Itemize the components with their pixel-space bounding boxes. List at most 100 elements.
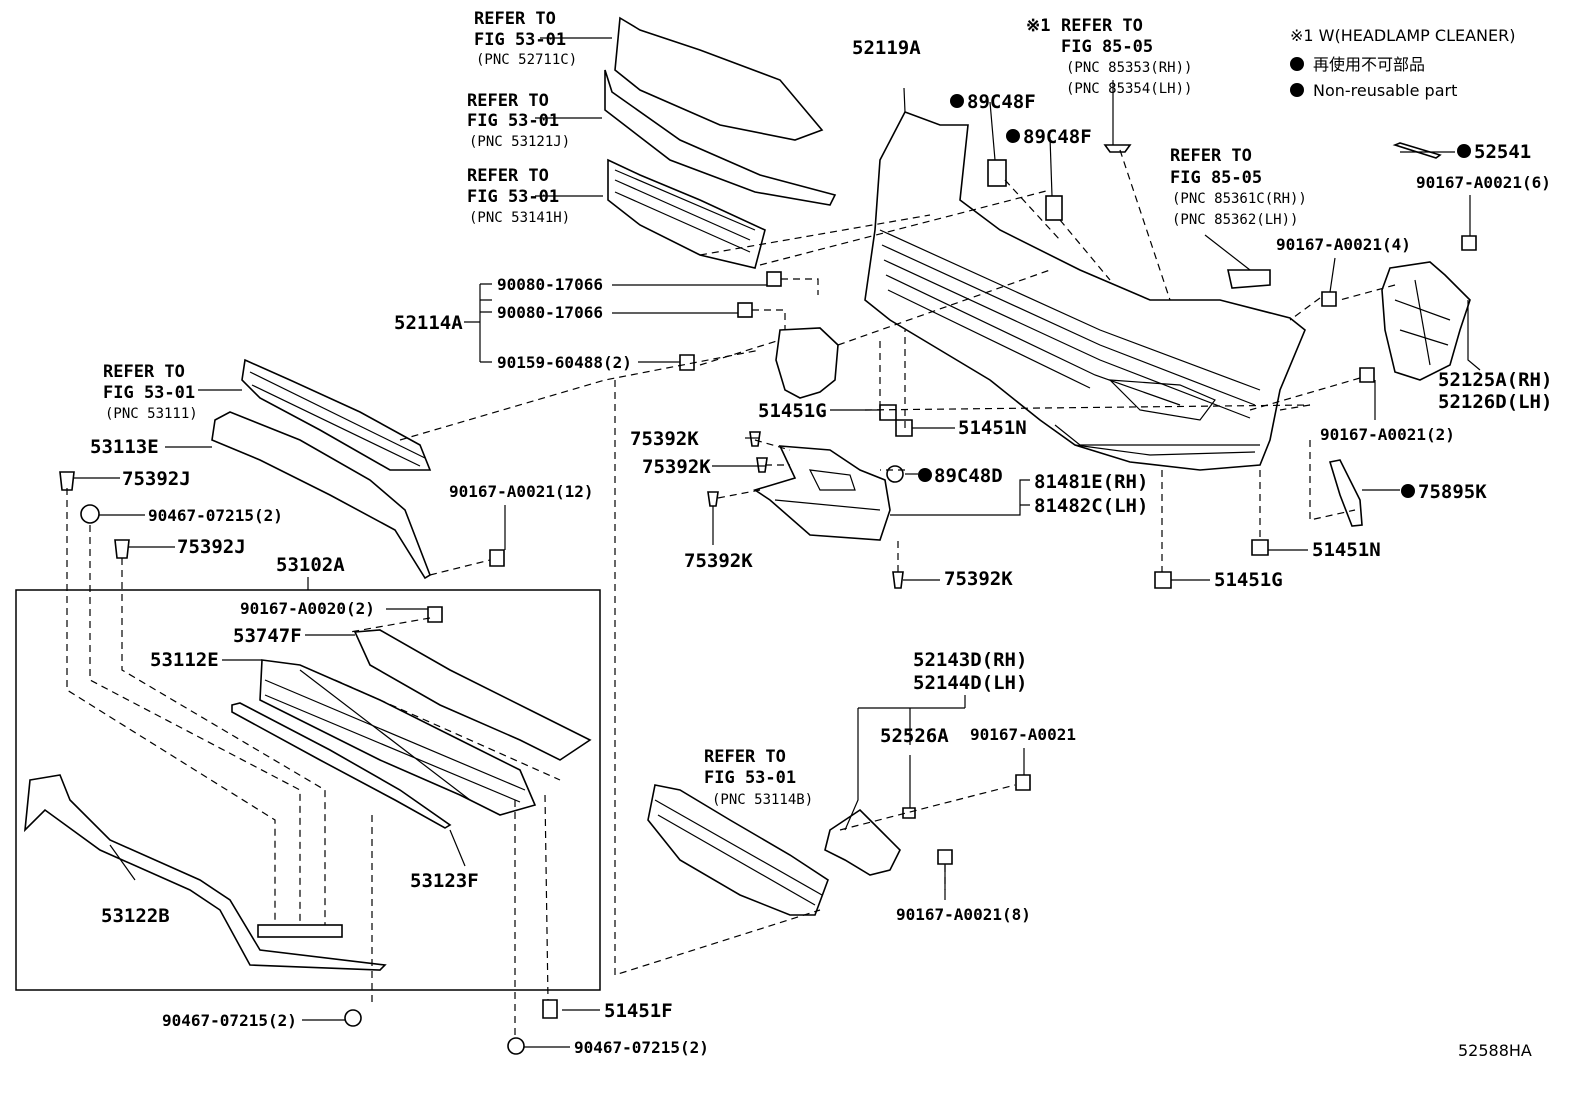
svg-text:REFER TO: REFER TO	[103, 362, 185, 382]
label-52126D: 52126D(LH)	[1438, 391, 1552, 413]
cap-shape	[1103, 144, 1132, 153]
screw-90167-6-shape	[1461, 235, 1477, 251]
nut-b-shape	[737, 302, 753, 318]
ref-53114B: REFER TO FIG 53-01 (PNC 53114B)	[704, 747, 813, 808]
svg-text:(PNC 53141H): (PNC 53141H)	[469, 210, 570, 226]
diagram-id: 52588HA	[1458, 1041, 1532, 1060]
screw-90167-A0021-shape	[1015, 774, 1031, 791]
legend-note-jp: 再使用不可部品	[1313, 55, 1425, 74]
molding-shape	[604, 69, 837, 206]
svg-text:REFER TO: REFER TO	[474, 9, 556, 29]
label-90467-c: 90467-07215(2)	[574, 1038, 709, 1057]
screw-90167-8-shape	[937, 849, 953, 865]
leader-lines	[74, 37, 1481, 1048]
label-75895K: 75895K	[1418, 481, 1487, 503]
part-labels: 52119A 89C48F 89C48F 52541 90167-A0021(6…	[90, 37, 1552, 1060]
clip-51451G-a-shape	[879, 404, 897, 421]
legend-note-1: ※1 W(HEADLAMP CLEANER)	[1290, 26, 1515, 45]
screw-90167-2-shape	[1359, 367, 1375, 383]
clip-75392J-a-shape	[59, 471, 75, 491]
svg-text:REFER TO: REFER TO	[704, 747, 786, 767]
svg-text:FIG 85-05: FIG 85-05	[1061, 37, 1153, 57]
clip-51451F-shape	[542, 999, 558, 1019]
label-52114A: 52114A	[394, 312, 463, 334]
svg-text:(PNC 52711C): (PNC 52711C)	[476, 52, 577, 68]
grille-53112E-shape	[259, 659, 537, 816]
ref-53111: REFER TO FIG 53-01 (PNC 53111)	[103, 362, 198, 422]
screw-90167-A0020-shape	[427, 606, 443, 623]
svg-text:(PNC 85361C(RH)): (PNC 85361C(RH))	[1172, 191, 1307, 207]
clip-75392K-c-shape	[707, 491, 719, 507]
spacer-75895K-shape	[1328, 459, 1363, 527]
label-52143D: 52143D(RH)	[913, 649, 1027, 671]
ref-53121J: REFER TO FIG 53-01 (PNC 53121J)	[467, 91, 570, 150]
legend: ※1 W(HEADLAMP CLEANER) 再使用不可部品 Non-reusa…	[1290, 26, 1515, 100]
label-51451F: 51451F	[604, 1000, 673, 1022]
svg-text:(PNC 85354(LH)): (PNC 85354(LH))	[1066, 81, 1192, 97]
label-53122B: 53122B	[101, 905, 170, 927]
ref-52711C: REFER TO FIG 53-01 (PNC 52711C)	[474, 9, 577, 68]
label-90167-6: 90167-A0021(6)	[1416, 173, 1551, 192]
label-75392J-b: 75392J	[177, 536, 246, 558]
label-53112E: 53112E	[150, 649, 219, 671]
svg-text:※1: ※1	[1026, 16, 1050, 36]
lower-garnish-shape	[211, 411, 431, 580]
label-53113E: 53113E	[90, 436, 159, 458]
fog-bracket-shape	[824, 808, 901, 876]
label-75392K-d: 75392K	[944, 568, 1013, 590]
upper-garnish-shape	[614, 16, 824, 141]
non-reusable-bullet-icon	[1457, 144, 1471, 158]
bumper-cover-shape	[864, 111, 1306, 471]
label-81482C: 81482C(LH)	[1034, 495, 1148, 517]
label-52119A: 52119A	[852, 37, 921, 59]
svg-text:(PNC 53111): (PNC 53111)	[105, 406, 198, 422]
fog-cover-shape	[753, 445, 891, 541]
svg-text:(PNC 53121J): (PNC 53121J)	[469, 134, 570, 150]
clip-75392K-b-shape	[756, 457, 768, 473]
molding-53122B-shape	[23, 774, 387, 971]
label-51451N-b: 51451N	[1312, 539, 1381, 561]
clip-75392K-d-shape	[892, 571, 904, 589]
label-52125A: 52125A(RH)	[1438, 369, 1552, 391]
svg-text:REFER TO: REFER TO	[1061, 16, 1143, 36]
svg-text:FIG 53-01: FIG 53-01	[704, 768, 796, 788]
non-reusable-bullet-icon	[1290, 57, 1304, 71]
lower-grille-53114B-shape	[647, 784, 829, 916]
clip-75392K-a-shape	[749, 431, 761, 447]
bracket-strip-shape	[257, 924, 343, 938]
legend-note-en: Non-reusable part	[1313, 81, 1457, 100]
non-reusable-bullet-icon	[1401, 484, 1415, 498]
ref-53141H: REFER TO FIG 53-01 (PNC 53141H)	[467, 166, 570, 226]
label-75392K-b: 75392K	[642, 456, 711, 478]
label-90167-8: 90167-A0021(8)	[896, 905, 1031, 924]
svg-text:FIG 53-01: FIG 53-01	[467, 187, 559, 207]
non-reusable-bullet-icon	[918, 468, 932, 482]
label-53102A: 53102A	[276, 554, 345, 576]
svg-text:FIG 53-01: FIG 53-01	[474, 30, 566, 50]
clip-89C48D-shape	[886, 465, 904, 483]
label-81481E: 81481E(RH)	[1034, 471, 1148, 493]
svg-text:FIG 53-01: FIG 53-01	[103, 383, 195, 403]
label-89C48F-b: 89C48F	[1023, 126, 1092, 148]
assembly-lines	[66, 149, 1396, 1040]
label-90080-b: 90080-17066	[497, 303, 603, 322]
bolt-90467-b-shape	[344, 1009, 362, 1027]
bolt-90467-a-shape	[80, 504, 100, 524]
label-51451G-b: 51451G	[1214, 569, 1283, 591]
clip-51451G-b-shape	[1154, 571, 1172, 589]
lower-grille-upper-shape	[241, 358, 432, 471]
label-51451G-a: 51451G	[758, 400, 827, 422]
svg-text:FIG 85-05: FIG 85-05	[1170, 168, 1262, 188]
non-reusable-bullet-icon	[950, 94, 964, 108]
sensor-bracket-shape	[1227, 269, 1271, 289]
label-53747F: 53747F	[233, 625, 302, 647]
svg-text:REFER TO: REFER TO	[467, 166, 549, 186]
label-75392J-a: 75392J	[122, 468, 191, 490]
label-90467-a: 90467-07215(2)	[148, 506, 283, 525]
ref-85361C: REFER TO FIG 85-05 (PNC 85361C(RH)) (PNC…	[1170, 146, 1307, 228]
strip-52541-shape	[1392, 142, 1442, 159]
label-51451N-a: 51451N	[958, 417, 1027, 439]
screw-90167-4-shape	[1321, 291, 1337, 307]
clip-75392J-b-shape	[114, 539, 130, 559]
